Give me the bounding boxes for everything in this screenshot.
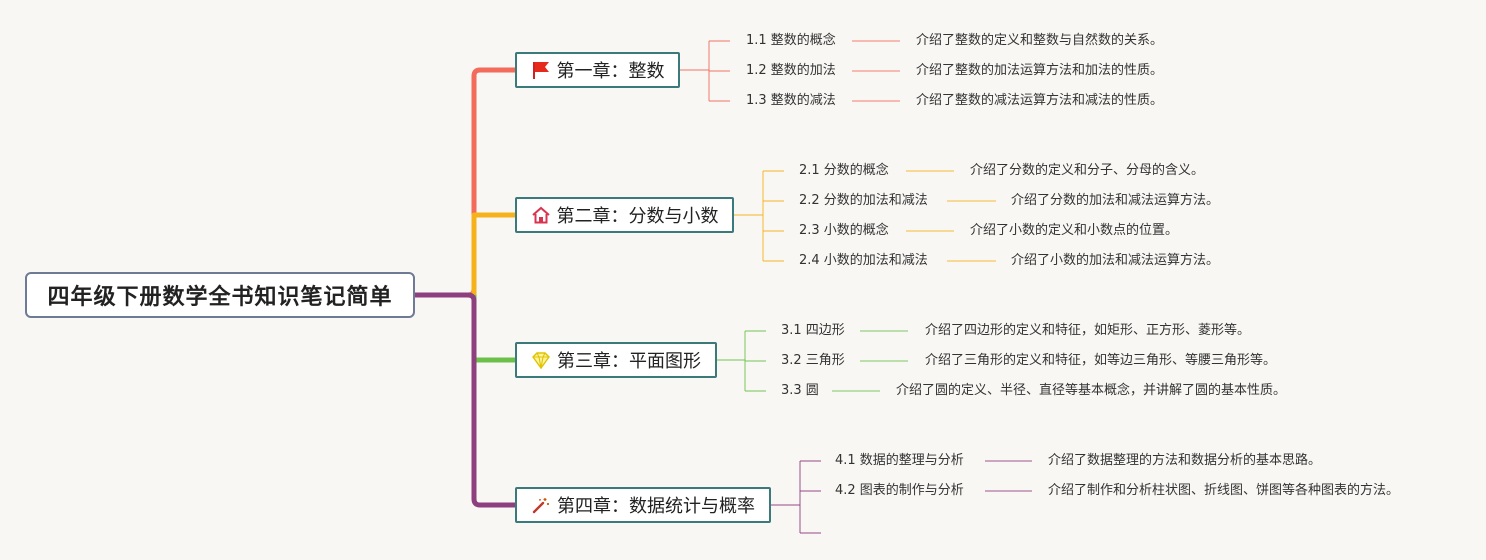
chapter-node[interactable]: 第二章：分数与小数 <box>515 197 734 233</box>
topic-label[interactable]: 1.2 整数的加法 <box>746 63 836 78</box>
chapter-connector <box>415 292 515 508</box>
chapter-connector <box>471 212 515 295</box>
topic-label[interactable]: 4.2 图表的制作与分析 <box>835 483 964 498</box>
chapter-title: 第三章：平面图形 <box>557 351 701 372</box>
chapter-connector <box>471 295 515 363</box>
topic-description[interactable]: 介绍了三角形的定义和特征，如等边三角形、等腰三角形等。 <box>925 353 1277 368</box>
chapter-title: 第一章：整数 <box>556 61 665 82</box>
diamond-icon <box>531 350 551 370</box>
chapter-title: 第二章：分数与小数 <box>556 206 719 227</box>
chapter-node[interactable]: 第一章：整数 <box>515 52 680 88</box>
topic-label[interactable]: 2.1 分数的概念 <box>799 163 889 178</box>
topic-description[interactable]: 介绍了小数的定义和小数点的位置。 <box>970 223 1179 238</box>
root-title: 四年级下册数学全书知识笔记简单 <box>47 285 393 310</box>
topic-label[interactable]: 3.3 圆 <box>781 383 819 398</box>
topic-description[interactable]: 介绍了制作和分析柱状图、折线图、饼图等各种图表的方法。 <box>1048 483 1400 498</box>
topic-label[interactable]: 2.4 小数的加法和减法 <box>799 253 928 268</box>
topic-label[interactable]: 3.1 四边形 <box>781 323 845 338</box>
topic-description[interactable]: 介绍了整数的定义和整数与自然数的关系。 <box>916 33 1164 48</box>
chapter-title: 第四章：数据统计与概率 <box>557 496 755 517</box>
topic-description[interactable]: 介绍了圆的定义、半径、直径等基本概念，并讲解了圆的基本性质。 <box>896 383 1287 398</box>
chapter-connector <box>415 67 515 298</box>
red-flag-icon <box>531 60 551 80</box>
topic-label[interactable]: 1.3 整数的减法 <box>746 93 836 108</box>
topic-label[interactable]: 4.1 数据的整理与分析 <box>835 453 964 468</box>
topic-label[interactable]: 3.2 三角形 <box>781 353 845 368</box>
topic-description[interactable]: 介绍了分数的定义和分子、分母的含义。 <box>970 163 1205 178</box>
topic-label[interactable]: 2.3 小数的概念 <box>799 223 889 238</box>
topic-description[interactable]: 介绍了数据整理的方法和数据分析的基本思路。 <box>1048 453 1322 468</box>
topic-description[interactable]: 介绍了整数的减法运算方法和减法的性质。 <box>916 93 1164 108</box>
topic-description[interactable]: 介绍了四边形的定义和特征，如矩形、正方形、菱形等。 <box>925 323 1251 338</box>
topic-label[interactable]: 1.1 整数的概念 <box>746 33 836 48</box>
house-icon <box>531 205 551 225</box>
topic-description[interactable]: 介绍了分数的加法和减法运算方法。 <box>1011 193 1220 208</box>
topic-label[interactable]: 2.2 分数的加法和减法 <box>799 193 928 208</box>
topic-description[interactable]: 介绍了小数的加法和减法运算方法。 <box>1011 253 1220 268</box>
topic-description[interactable]: 介绍了整数的加法运算方法和加法的性质。 <box>916 63 1164 78</box>
chapter-node[interactable]: 第三章：平面图形 <box>515 342 717 378</box>
chapter-node[interactable]: 第四章：数据统计与概率 <box>515 487 771 523</box>
magic-wand-icon <box>531 495 551 515</box>
root-topic[interactable]: 四年级下册数学全书知识笔记简单 <box>25 272 415 318</box>
